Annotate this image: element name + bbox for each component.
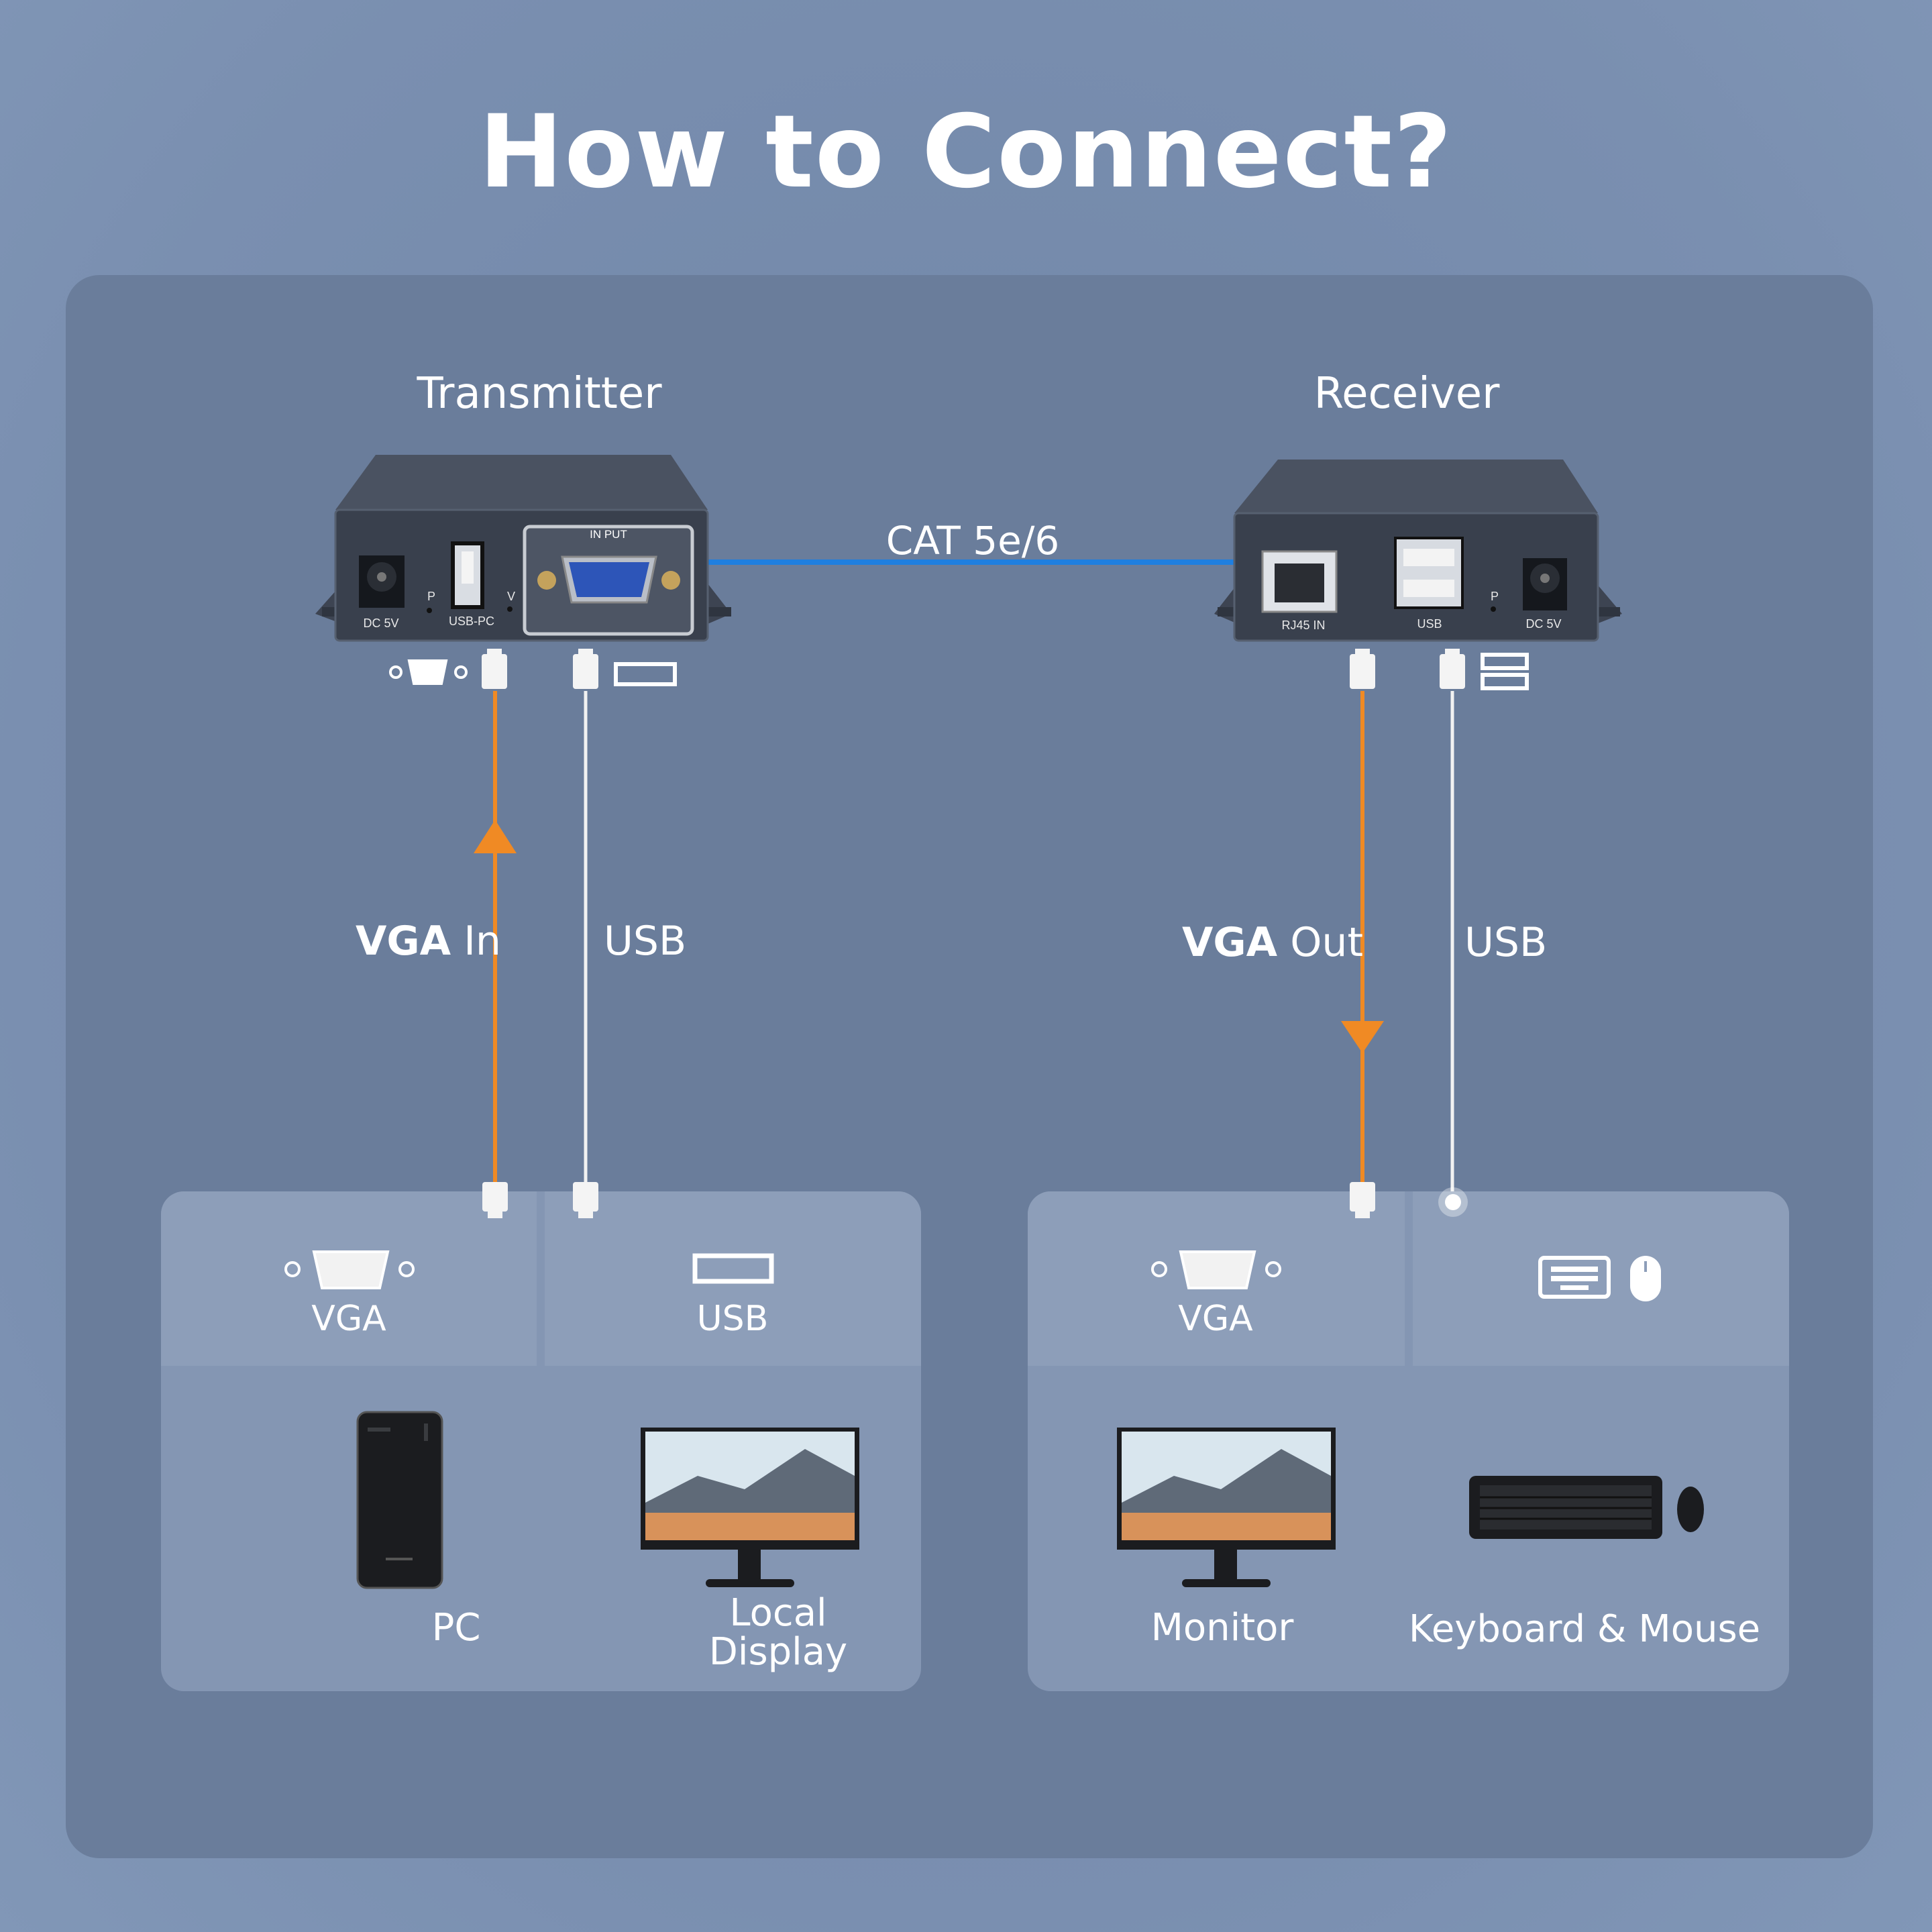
tx-usb-pc-label: USB-PC [449, 614, 494, 628]
pc-vga-port-icon [284, 1250, 415, 1289]
tx-vga-connector-icon [389, 659, 468, 685]
receiver-label: Receiver [1313, 369, 1500, 419]
rx-dc-port-label: DC 5V [1525, 617, 1561, 631]
pc-usb-plug-icon [573, 1182, 598, 1218]
rx-vga-plug-icon [1350, 649, 1375, 689]
keyboard-mouse-label: Keyboard & Mouse [1408, 1607, 1761, 1651]
pc-device-icon [356, 1411, 443, 1589]
monitor-vga-port-label: VGA [1178, 1299, 1253, 1339]
tx-usb-a-icon [614, 662, 677, 686]
local-display-icon [641, 1428, 859, 1587]
mouse-icon [1630, 1256, 1661, 1301]
receiver-device: RJ45 IN USB P DC 5V [1214, 460, 1622, 642]
monitor-vga-plug-icon [1350, 1182, 1375, 1218]
transmitter-label: Transmitter [417, 369, 662, 419]
rx-rj45-label: RJ45 IN [1281, 619, 1325, 632]
tx-input-label: IN PUT [590, 528, 627, 541]
transmitter-device: DC 5V P USB-PC V IN PUT [315, 455, 731, 642]
pc-vga-plug-icon [482, 1182, 508, 1218]
monitor-label: Monitor [1150, 1606, 1294, 1650]
pc-usb-port-label: USB [696, 1299, 769, 1339]
vga-in-label: VGA In [356, 918, 501, 965]
rx-p-label: P [1491, 590, 1499, 603]
keyboard-usb-dongle-icon [1438, 1187, 1468, 1217]
usb-port-cell [545, 1191, 921, 1366]
tx-usb-plug-icon [482, 649, 507, 689]
rx-usb-label: USB [1417, 617, 1442, 631]
local-display-label: Local Display [708, 1591, 848, 1674]
keyboard-mouse-device-icon [1469, 1476, 1704, 1539]
cat-cable-label: CAT 5e/6 [885, 518, 1060, 564]
keyboard-icon [1538, 1256, 1611, 1299]
vga-in-arrow [474, 820, 517, 853]
pc-label: PC [431, 1606, 481, 1650]
tx-p-label: P [427, 590, 435, 603]
rx-usb-port-cell [1413, 1191, 1789, 1366]
pc-usb-port-icon [692, 1253, 774, 1284]
monitor-device-icon [1117, 1428, 1336, 1587]
vga-out-arrow [1341, 1021, 1384, 1053]
monitor-vga-port-icon [1151, 1250, 1281, 1289]
pc-vga-port-label: VGA [311, 1299, 386, 1339]
page-title: How to Connect? [478, 94, 1454, 211]
rx-usb-flow-label: USB [1464, 919, 1548, 966]
tx-usb-plug-icon-2 [573, 649, 598, 689]
rx-dual-usb-icon [1481, 653, 1529, 690]
vga-out-label: VGA Out [1182, 919, 1363, 966]
tx-usb-flow-label: USB [604, 918, 687, 965]
rx-usb-plug-icon [1440, 649, 1465, 689]
tx-v-label: V [507, 590, 515, 603]
tx-dc-port-label: DC 5V [363, 616, 398, 630]
